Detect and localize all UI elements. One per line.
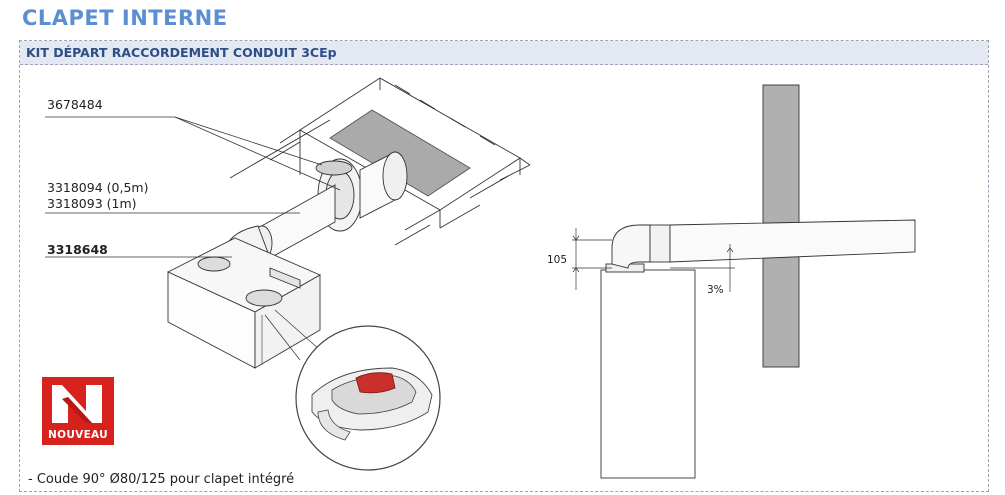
dimension-slope-label: 3% bbox=[707, 284, 724, 296]
leader-lines bbox=[45, 116, 341, 258]
section-header: KIT DÉPART RACCORDEMENT CONDUIT 3CEp bbox=[20, 41, 988, 65]
ref-label-elbow: 3318648 bbox=[47, 242, 108, 257]
elevation-view bbox=[600, 84, 916, 479]
boiler-isometric bbox=[166, 237, 322, 369]
ref-label-extension-1: 3318093 (1m) bbox=[47, 196, 137, 211]
wall-isometric bbox=[229, 77, 531, 246]
detail-callout-lines bbox=[264, 309, 321, 361]
page-title: CLAPET INTERNE bbox=[22, 6, 228, 30]
new-badge: NOUVEAU bbox=[42, 377, 114, 445]
section-panel: KIT DÉPART RACCORDEMENT CONDUIT 3CEp bbox=[19, 40, 989, 492]
clapet-detail bbox=[295, 325, 441, 471]
new-badge-label: NOUVEAU bbox=[48, 429, 108, 441]
section-heading: KIT DÉPART RACCORDEMENT CONDUIT 3CEp bbox=[26, 45, 337, 60]
ref-label-terminal: 3678484 bbox=[47, 97, 103, 112]
dimension-height-label: 105 bbox=[547, 254, 568, 266]
footnote: - Coude 90° Ø80/125 pour clapet intégré bbox=[28, 472, 295, 487]
ref-label-extension-05: 3318094 (0,5m) bbox=[47, 180, 149, 195]
dimension-lines bbox=[572, 228, 735, 292]
new-logo-icon bbox=[52, 385, 102, 423]
